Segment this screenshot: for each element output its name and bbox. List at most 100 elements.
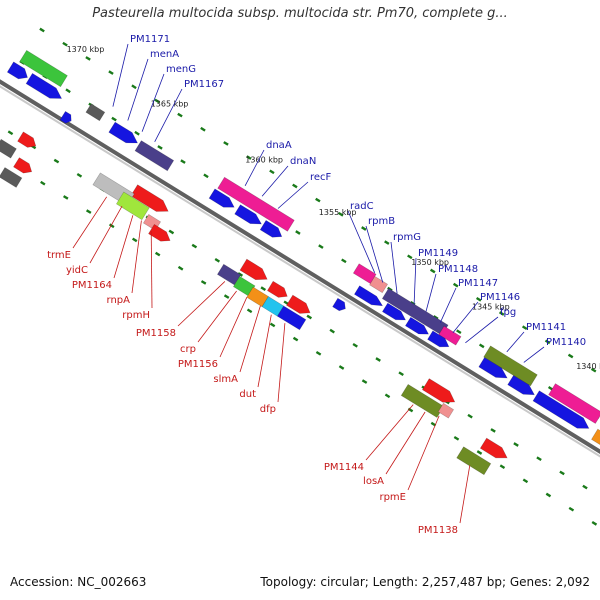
scale-tick	[521, 325, 528, 331]
gene-feature	[85, 103, 106, 122]
scale-tick	[387, 286, 393, 292]
gene-label: radC	[350, 201, 374, 212]
scale-tick	[476, 450, 483, 455]
scale-tick	[478, 343, 485, 349]
gene-label: rpmH	[122, 310, 150, 321]
label-leader	[219, 297, 248, 358]
scale-tick	[177, 112, 183, 118]
scale-tick	[191, 243, 198, 249]
scale-tick	[292, 183, 298, 189]
scale-tick	[338, 365, 345, 370]
scale-tick	[559, 470, 565, 476]
gene-feature	[437, 402, 455, 419]
gene-label: slmA	[213, 374, 238, 385]
scale-tick	[590, 367, 597, 373]
scale-tick	[246, 155, 252, 160]
gene-feature	[332, 297, 346, 312]
gene-feature	[369, 275, 389, 294]
label-leader	[72, 196, 108, 249]
scale-tick	[591, 520, 598, 526]
scale-tick	[398, 371, 404, 377]
gene-label: dfp	[260, 404, 276, 415]
scale-tick	[180, 159, 186, 164]
label-leader	[459, 465, 471, 524]
scale-tick	[475, 296, 482, 302]
scale-tick	[223, 294, 230, 299]
scale-tick	[513, 442, 519, 447]
scale-tick	[338, 211, 344, 217]
scale-label: 1340 kbp	[576, 362, 600, 371]
gene-label: dnaA	[266, 140, 292, 151]
gene-feature	[234, 204, 262, 225]
gene-label: PM1149	[418, 248, 458, 259]
scale-label: 1370 kbp	[67, 45, 105, 54]
scale-tick	[53, 158, 60, 164]
scale-tick	[318, 244, 324, 249]
label-leader	[407, 415, 440, 491]
scale-tick	[536, 456, 542, 462]
label-leader	[150, 231, 153, 309]
label-leader	[506, 331, 525, 353]
scale-tick	[295, 230, 301, 235]
scale-tick	[269, 169, 275, 175]
gene-feature	[266, 280, 288, 298]
gene-feature	[25, 72, 63, 99]
scale-label: 1345 kbp	[472, 302, 510, 311]
gene-feature	[438, 325, 462, 346]
scale-tick	[407, 254, 413, 260]
label-leader	[277, 181, 309, 209]
gene-label: PM1156	[178, 359, 218, 370]
gene-feature	[456, 446, 492, 476]
gene-feature	[59, 110, 72, 124]
gene-label: PM1140	[546, 337, 586, 348]
scale-tick	[200, 126, 206, 132]
label-leader	[385, 411, 426, 475]
gene-label: PM1158	[136, 328, 176, 339]
gene-label: rpmE	[379, 492, 406, 503]
scale-tick	[246, 308, 253, 314]
scale-tick	[306, 314, 313, 320]
gene-feature	[421, 378, 456, 403]
scale-tick	[568, 506, 575, 512]
gene-feature	[259, 219, 283, 238]
gene-label: dut	[239, 389, 256, 400]
label-leader	[244, 149, 265, 186]
gene-feature	[286, 294, 311, 314]
gene-feature	[208, 188, 235, 208]
gene-label: PM1148	[438, 264, 478, 275]
gene-feature	[400, 383, 445, 418]
scale-tick	[375, 357, 381, 362]
scale-tick	[223, 141, 229, 146]
scale-tick	[341, 258, 347, 264]
gene-label: losA	[363, 476, 384, 487]
scale-tick	[269, 322, 276, 328]
label-leader	[347, 210, 376, 273]
scale-label: 1350 kbp	[411, 258, 449, 267]
gene-label: dnaN	[290, 156, 316, 167]
label-leader	[425, 273, 437, 312]
scale-tick	[352, 342, 358, 348]
gene-label: PM1164	[72, 280, 112, 291]
label-leader	[141, 73, 165, 132]
scale-tick	[154, 251, 161, 257]
scale-tick	[544, 339, 551, 345]
gene-feature	[507, 374, 535, 396]
scale-tick	[384, 240, 390, 245]
scale-tick	[292, 336, 299, 342]
gene-feature	[532, 390, 590, 429]
gene-feature	[17, 131, 37, 148]
label-leader	[439, 287, 457, 323]
label-leader	[257, 314, 272, 388]
scale-tick	[39, 27, 45, 33]
gene-feature	[483, 345, 538, 387]
scale-tick	[62, 195, 69, 200]
label-leader	[365, 404, 414, 461]
label-leader	[390, 241, 398, 294]
gene-label: PM1171	[130, 34, 170, 45]
label-leader	[465, 316, 499, 344]
scale-tick	[157, 145, 163, 150]
gene-label: PM1144	[324, 462, 364, 473]
scale-tick	[76, 172, 83, 178]
scale-tick	[177, 265, 184, 271]
